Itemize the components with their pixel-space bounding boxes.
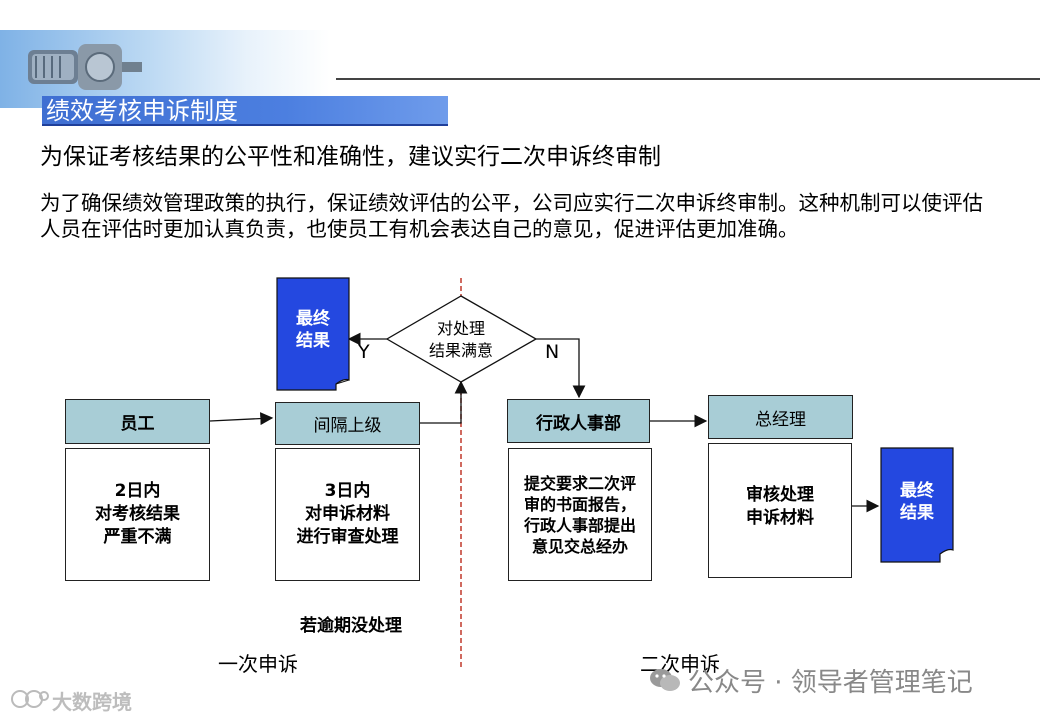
final-result-top-line-1: 最终 [296, 309, 330, 329]
page-title: 绩效考核申诉制度 [42, 96, 448, 126]
hr-body-line-2: 审的书面报告， [523, 494, 636, 514]
yes-label: Y [358, 341, 370, 363]
hr-body-line-1: 提交要求二次评 [523, 473, 636, 493]
final-result-right-line-2: 结果 [900, 503, 934, 523]
watermark-right: 公众号 · 领导者管理笔记 [688, 668, 973, 698]
employee-body-line-1: 2日内 [114, 481, 161, 501]
arrow-supervisor-to-decision [420, 380, 468, 424]
header-divider [336, 78, 1040, 80]
stage-1-label: 一次申诉 [218, 652, 298, 676]
gm-body-line-1: 审核处理 [746, 484, 814, 505]
supervisor-body-line-3: 进行审查处理 [296, 527, 399, 547]
subtitle: 为保证考核结果的公平性和准确性，建议实行二次申诉终审制 [40, 144, 661, 170]
final-result-doc-right [880, 447, 954, 563]
final-result-right-label: 最终 结果 [881, 480, 953, 524]
arrow-employee-to-supervisor [209, 412, 274, 426]
gm-head: 总经理 [708, 395, 853, 439]
hr-body-line-3: 行政人事部提出 [523, 515, 636, 535]
employee-body-line-3: 严重不满 [103, 527, 172, 547]
no-label: N [545, 341, 560, 363]
wechat-icon [650, 669, 680, 691]
supervisor-head: 间隔上级 [275, 402, 420, 445]
arrow-no-to-hr [536, 338, 586, 399]
gm-body-line-2: 申诉材料 [746, 507, 814, 528]
final-result-top-label: 最终 结果 [277, 308, 349, 352]
brand-logo-icon [11, 690, 49, 708]
gear-motor-image [28, 44, 142, 90]
decision-line-1: 对处理 [436, 319, 485, 338]
gm-body: 审核处理 申诉材料 [708, 443, 852, 578]
overdue-note: 若逾期没处理 [300, 616, 402, 636]
final-result-top-line-2: 结果 [296, 331, 330, 351]
watermark-left: 大数跨境 [52, 690, 132, 714]
intro-paragraph: 为了确保绩效管理政策的执行，保证绩效评估的公平，公司应实行二次申诉终审制。这种机… [40, 191, 983, 241]
supervisor-body: 3日内 对申诉材料 进行审查处理 [275, 448, 420, 581]
employee-body: 2日内 对考核结果 严重不满 [65, 448, 210, 581]
decision-label: 对处理 结果满意 [400, 318, 522, 362]
hr-body-line-4: 意见交总经办 [531, 536, 628, 556]
employee-body-line-2: 对考核结果 [95, 504, 180, 524]
hr-head: 行政人事部 [507, 399, 650, 443]
supervisor-body-line-1: 3日内 [324, 481, 371, 501]
employee-head: 员工 [65, 399, 210, 444]
hr-body: 提交要求二次评 审的书面报告， 行政人事部提出 意见交总经办 [508, 448, 652, 581]
final-result-right-line-1: 最终 [900, 481, 934, 501]
decision-diamond [385, 295, 538, 383]
supervisor-body-line-2: 对申诉材料 [305, 504, 390, 524]
decision-line-2: 结果满意 [428, 341, 493, 360]
